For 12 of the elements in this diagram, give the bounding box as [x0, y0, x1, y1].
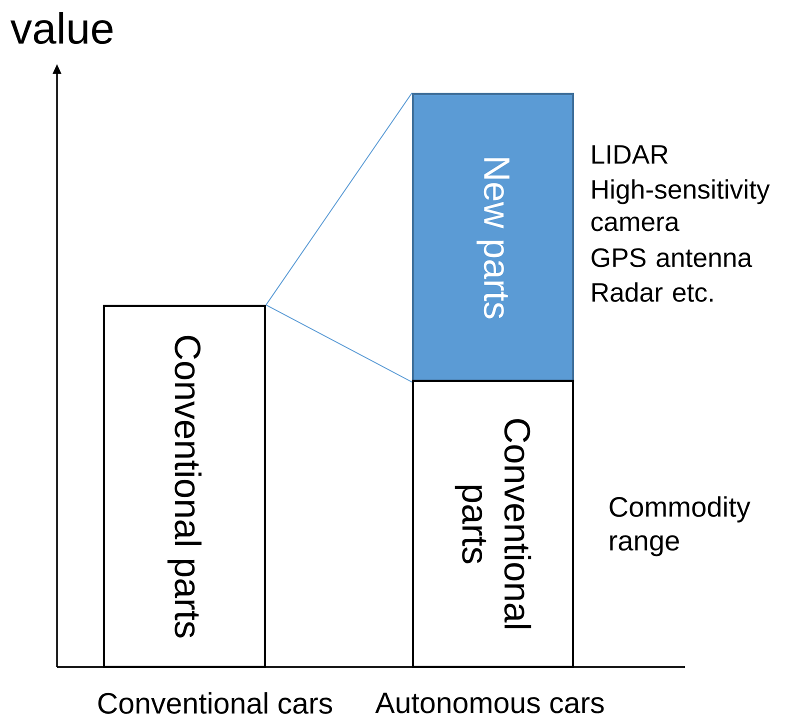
annotation-text: LIDAR [592, 145, 668, 164]
annotation-text: High-sensitivity camera [591, 179, 770, 232]
annotation-text: Commodity range [610, 496, 750, 556]
annotation-text: GPS antenna [592, 248, 752, 268]
category-label: Conventional cars [98, 692, 332, 714]
annotation-text: Radar etc. [592, 282, 713, 302]
connector-line [266, 304, 412, 383]
axis-label: value [10, 12, 113, 44]
parts-box: Conventional parts [412, 380, 574, 668]
connector-line [266, 92, 412, 306]
parts-box: Conventional parts [102, 304, 266, 668]
parts-box: New parts [412, 92, 574, 382]
